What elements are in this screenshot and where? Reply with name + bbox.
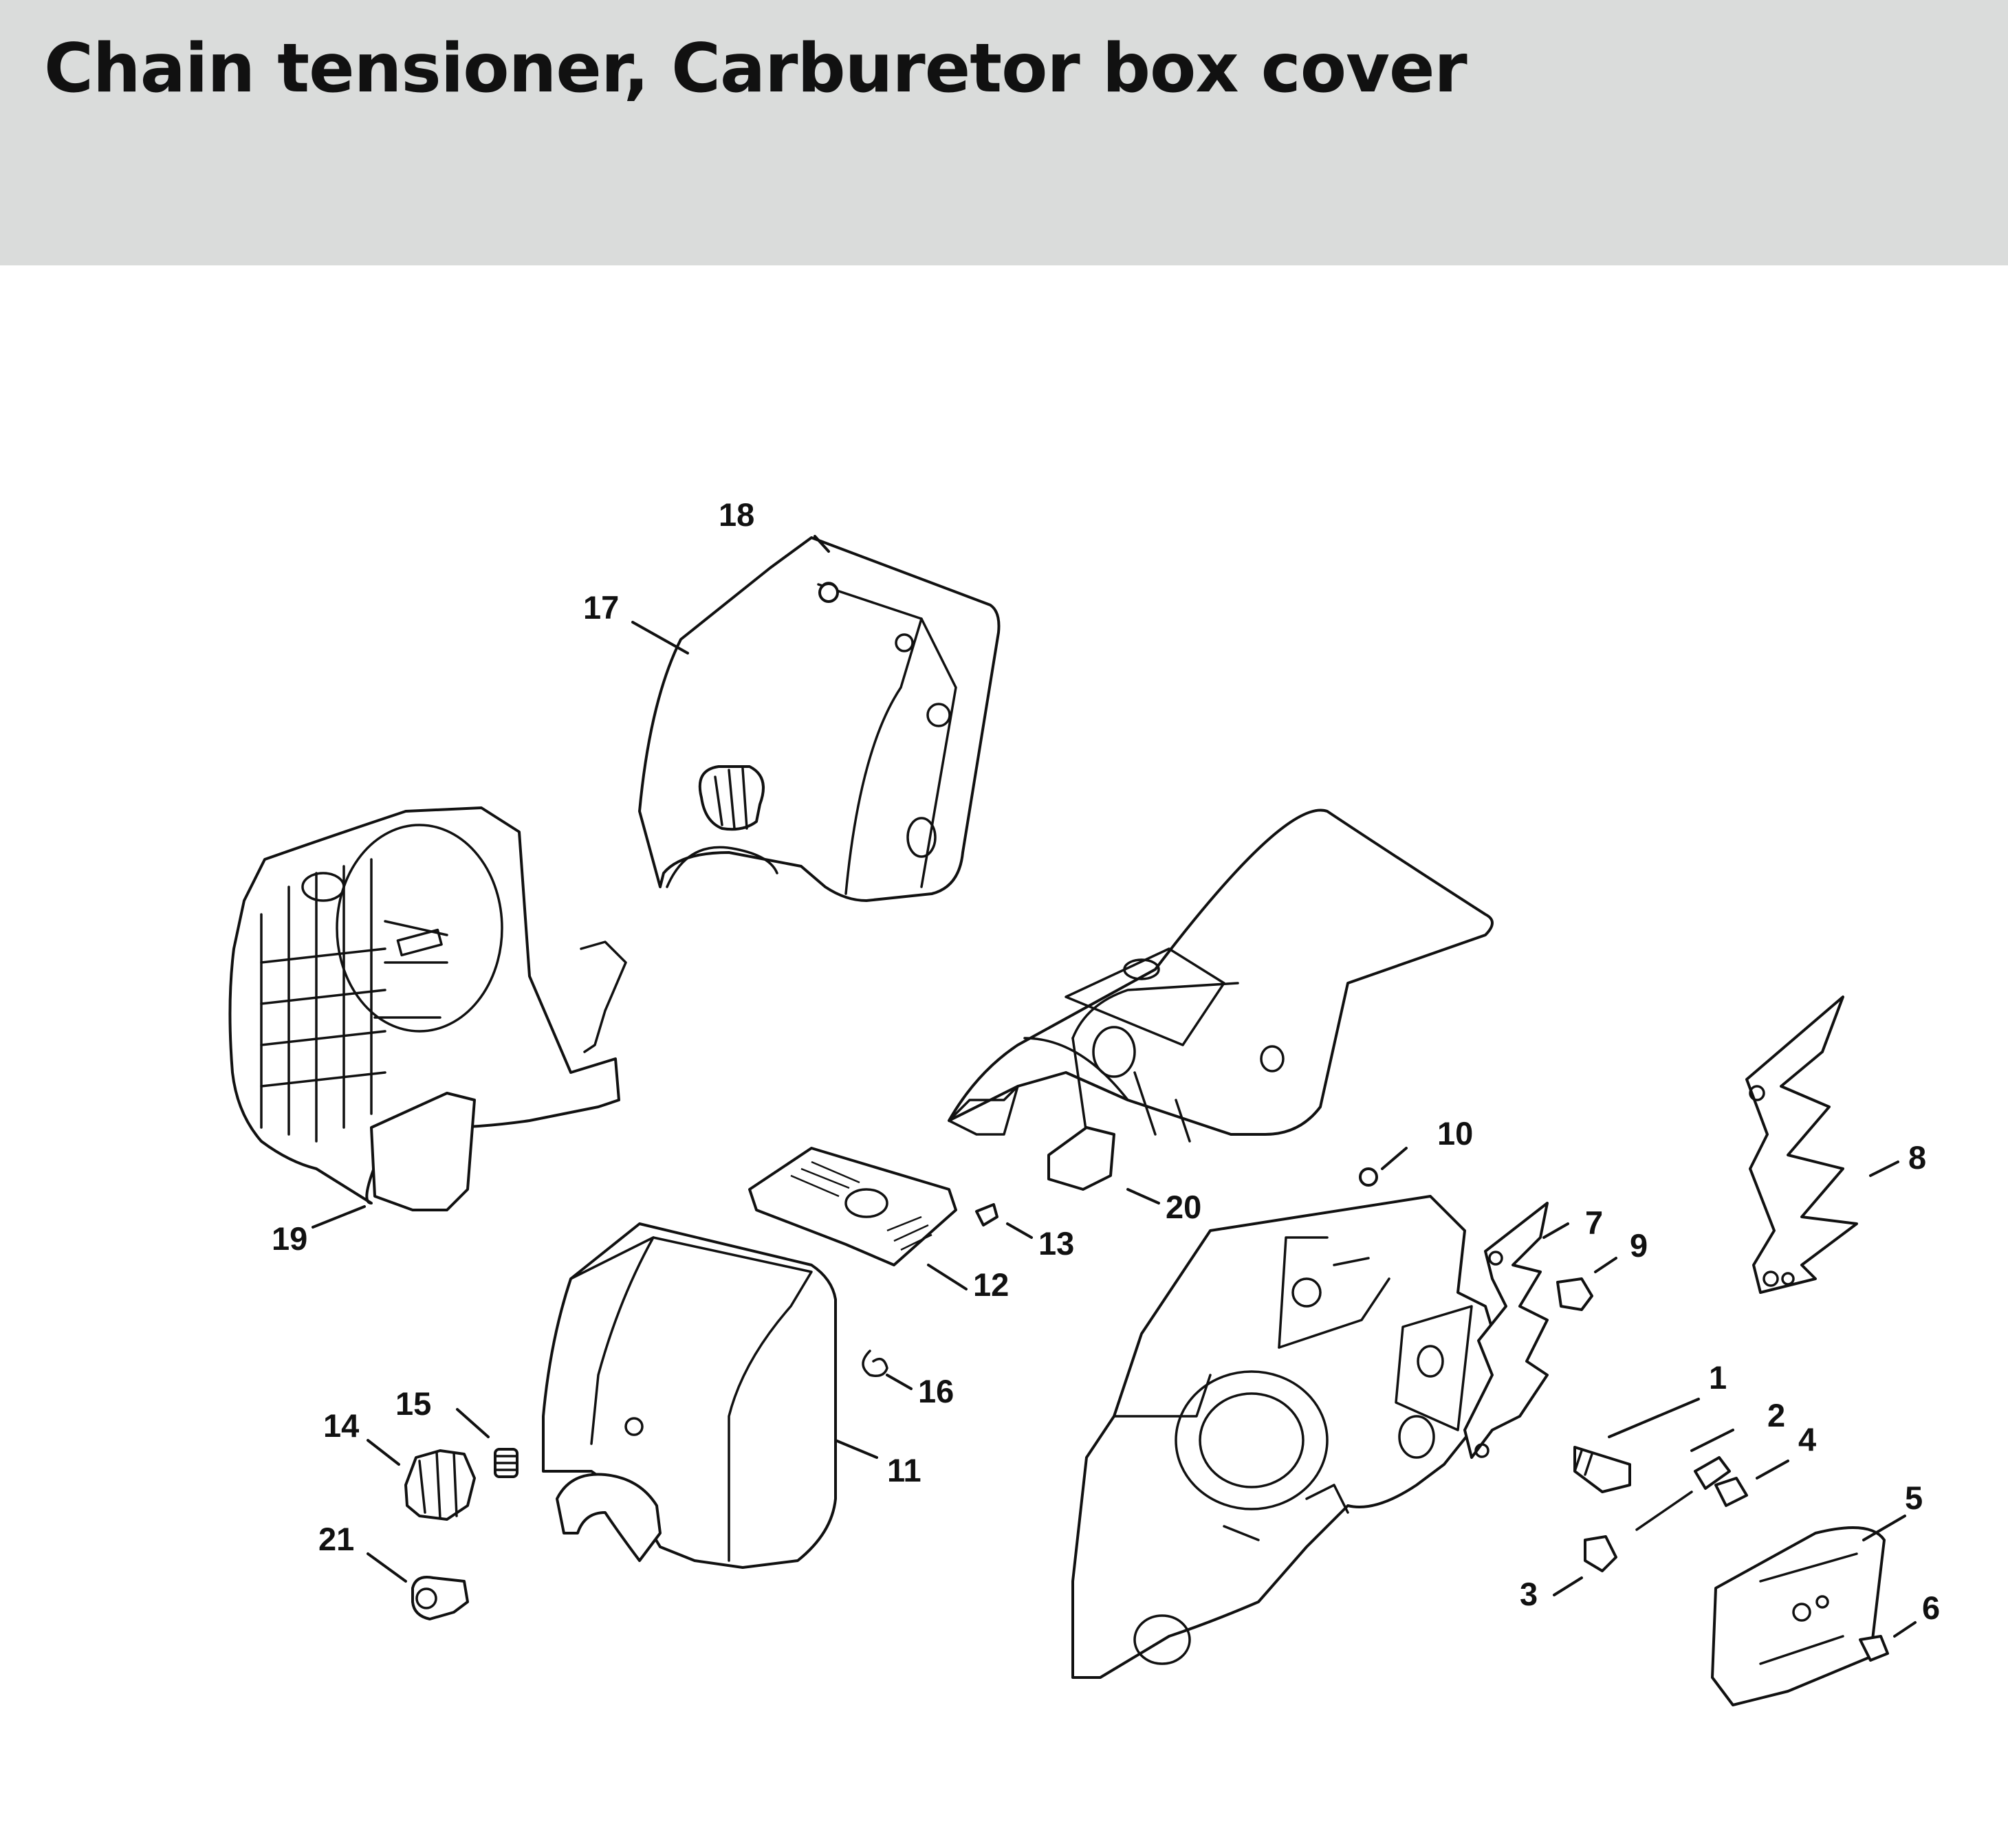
callout-21: 21 [318,1521,354,1557]
callout-8: 8 [1908,1139,1926,1176]
callout-7: 7 [1585,1204,1603,1241]
part-6-screw [1859,1635,1889,1662]
callout-18: 18 [719,496,754,533]
part-engine-top-cover [948,808,1494,1143]
part-18-plug [818,582,839,603]
callout-19: 19 [272,1220,307,1257]
callout-6: 6 [1922,1590,1940,1626]
part-15-spring [494,1448,519,1478]
part-9-screw [1556,1277,1593,1311]
leader-lines [312,535,1917,1638]
callout-2: 2 [1767,1397,1785,1433]
callout-20: 20 [1166,1189,1201,1225]
callout-5: 5 [1905,1480,1923,1516]
callout-3: 3 [1520,1576,1538,1612]
callout-14: 14 [323,1407,359,1444]
part-13-screw [975,1203,998,1226]
part-7-bumper-spike [1463,1202,1549,1459]
part-10-nut [1359,1167,1378,1187]
part-1-stud [1573,1446,1631,1493]
part-19-shroud [228,806,627,1211]
callout-10: 10 [1437,1115,1473,1152]
page-title: Chain tensioner, Carburetor box cover [44,30,1467,108]
part-crankcase [1071,1195,1507,1679]
header-band: Chain tensioner, Carburetor box cover [0,0,2008,265]
part-8-bumper-spike [1745,996,1858,1294]
part-4-slide [1714,1477,1748,1507]
part-3-screw [1584,1535,1617,1572]
part-2-tensioner-screw [1635,1456,1731,1531]
callout-1: 1 [1709,1359,1727,1396]
part-21-screw [411,1576,469,1620]
part-11-carburetor-box-cover [542,1222,837,1569]
part-12-filter-plate [748,1147,957,1266]
part-5-side-plate [1711,1526,1886,1706]
part-16-ring [862,1350,888,1377]
part-20-plug [1047,1126,1115,1191]
callout-13: 13 [1038,1225,1074,1262]
callout-17: 17 [583,589,619,626]
callout-9: 9 [1630,1227,1648,1264]
callout-12: 12 [973,1266,1009,1303]
callout-15: 15 [395,1385,431,1422]
callout-4: 4 [1798,1421,1816,1458]
callout-11: 11 [887,1452,921,1488]
part-14-knob [404,1449,476,1521]
callout-16: 16 [918,1373,954,1409]
